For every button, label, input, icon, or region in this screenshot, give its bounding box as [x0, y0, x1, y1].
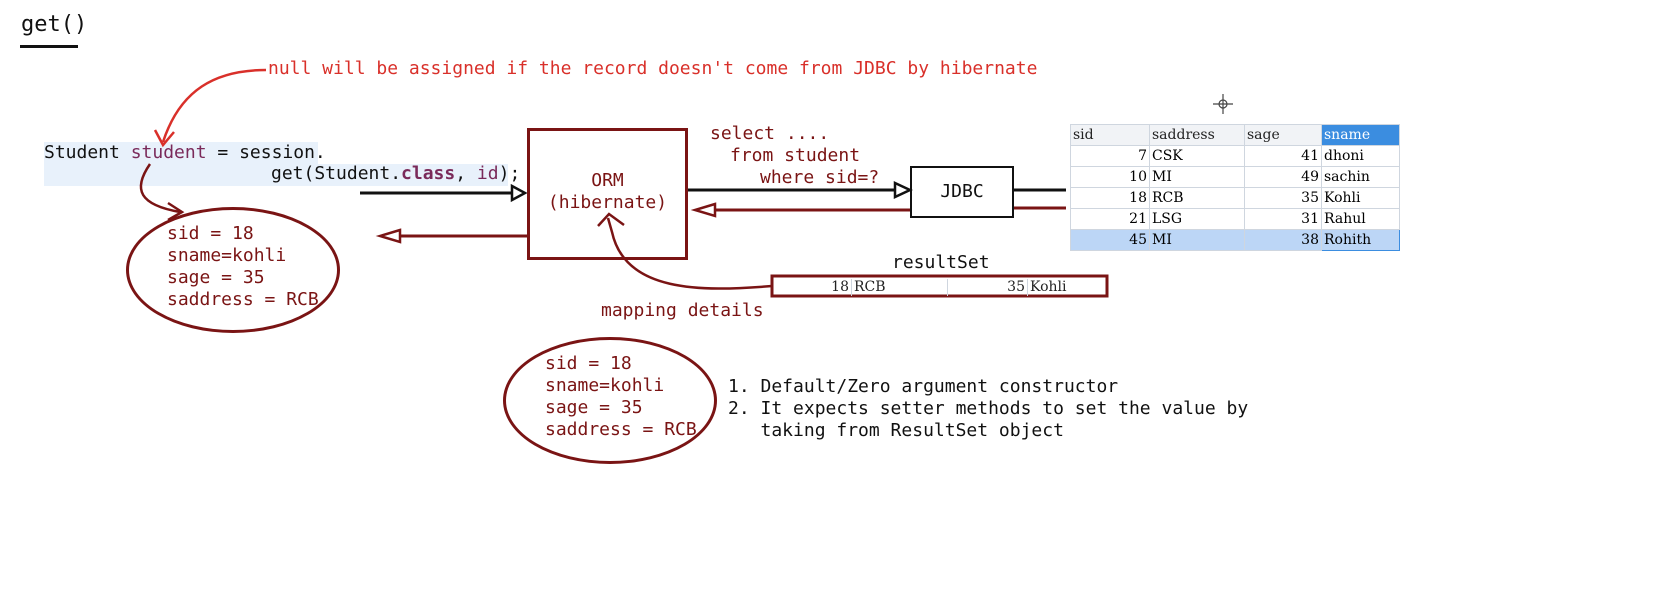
jdbc-box — [910, 166, 1014, 218]
mapping-arrowhead — [597, 212, 625, 227]
query-line-1: select .... — [710, 123, 830, 144]
requirement-1: 1. Default/Zero argument constructor — [728, 376, 1119, 397]
table-row: 10 MI 49 sachin — [1070, 166, 1400, 188]
note-arrow — [161, 68, 267, 143]
column-header-saddress: saddress — [1149, 124, 1245, 146]
query-line-2: from student — [730, 145, 861, 166]
resultset-row: 18 RCB 35 Kohli — [776, 279, 1104, 296]
code-method: get(Student. — [271, 163, 402, 184]
cell-sage: 35 — [1244, 187, 1322, 209]
call-arrowhead — [510, 183, 528, 203]
cell-sid: 45 — [1070, 229, 1150, 251]
table-header-row: sid saddress sage sname — [1070, 124, 1400, 146]
note-arrowhead — [153, 129, 175, 148]
cell-sid: 18 — [1070, 187, 1150, 209]
mapped-object-ellipse — [503, 337, 717, 464]
resultset-cell-sage: 35 — [948, 279, 1028, 296]
field-sid: sid = 18 — [167, 223, 254, 244]
table-row: 21 LSG 31 Rahul — [1070, 208, 1400, 230]
cell-sage: 49 — [1244, 166, 1322, 188]
column-header-sid: sid — [1070, 124, 1150, 146]
cell-saddress: LSG — [1149, 208, 1245, 230]
field-saddress: saddress = RCB — [545, 419, 697, 440]
cell-sname: Rahul — [1321, 208, 1400, 230]
code-variable: student — [130, 142, 207, 163]
cell-saddress: MI — [1149, 229, 1245, 251]
cell-sname: dhoni — [1321, 145, 1400, 167]
cell-sid: 21 — [1070, 208, 1150, 230]
cell-sname: sachin — [1321, 166, 1400, 188]
table-row-selected: 45 MI 38 Rohith — [1070, 229, 1400, 251]
field-sid: sid = 18 — [545, 353, 632, 374]
requirements-list: 1. Default/Zero argument constructor 2. … — [728, 376, 1248, 442]
orm-label-line-1: ORM — [591, 170, 624, 191]
code-line-2: get(Student.class, id); — [271, 163, 520, 184]
orm-box — [527, 128, 688, 260]
table-row: 18 RCB 35 Kohli — [1070, 187, 1400, 209]
resultset-cell-sname: Kohli — [1030, 279, 1067, 295]
cell-saddress: RCB — [1149, 187, 1245, 209]
cell-sage: 41 — [1244, 145, 1322, 167]
code-end: ); — [498, 163, 521, 184]
query-line-3: where sid=? — [760, 167, 880, 188]
jdbc-label: JDBC — [940, 181, 984, 202]
student-table: sid saddress sage sname 7 CSK 41 dhoni 1… — [1070, 124, 1400, 251]
cell-sname: Kohli — [1321, 187, 1400, 209]
null-note: null will be assigned if the record does… — [268, 58, 1038, 79]
mapping-arrow — [606, 217, 773, 290]
student-link — [139, 163, 181, 214]
code-assign: = session. — [206, 142, 326, 163]
crosshair-cursor-icon — [1213, 94, 1233, 114]
resultset-cell-sid: 18 — [776, 279, 852, 296]
code-highlight — [44, 164, 508, 186]
requirement-2: 2. It expects setter methods to set the … — [728, 398, 1249, 419]
field-sage: sage = 35 — [167, 267, 265, 288]
table-row: 7 CSK 41 dhoni — [1070, 145, 1400, 167]
student-object-ellipse — [126, 207, 340, 333]
cell-sage: 38 — [1244, 229, 1322, 251]
field-sage: sage = 35 — [545, 397, 643, 418]
code-type: Student — [44, 142, 120, 163]
cell-sid: 10 — [1070, 166, 1150, 188]
result-arrowhead — [690, 202, 717, 218]
field-saddress: saddress = RCB — [167, 289, 319, 310]
requirement-2-continued: taking from ResultSet object — [728, 420, 1064, 441]
resultset-label: resultSet — [892, 252, 990, 273]
page-title: get() — [21, 12, 88, 37]
mapping-label: mapping details — [601, 300, 764, 321]
orm-label-line-2: (hibernate) — [547, 192, 668, 213]
return-arrowhead — [375, 228, 402, 244]
query-arrowhead — [893, 181, 913, 199]
cell-sname: Rohith — [1321, 229, 1400, 251]
title-underline — [20, 45, 78, 48]
cell-saddress: MI — [1149, 166, 1245, 188]
field-sname: sname=kohli — [167, 245, 287, 266]
code-line-1: Student student = session. — [44, 142, 326, 165]
column-header-sage: sage — [1244, 124, 1322, 146]
column-header-sname: sname — [1321, 124, 1400, 146]
cell-sid: 7 — [1070, 145, 1150, 167]
code-argument: id — [476, 163, 499, 184]
student-object-fields: sid = 18 sname=kohli sage = 35 saddress … — [167, 223, 319, 311]
cell-saddress: CSK — [1149, 145, 1245, 167]
field-sname: sname=kohli — [545, 375, 665, 396]
code-keyword: class — [401, 163, 456, 184]
cell-sage: 31 — [1244, 208, 1322, 230]
mapped-object-fields: sid = 18 sname=kohli sage = 35 saddress … — [545, 353, 697, 441]
orm-label: ORM(hibernate) — [527, 170, 688, 214]
resultset-cell-saddress: RCB — [852, 279, 948, 296]
code-separator: , — [455, 163, 477, 184]
